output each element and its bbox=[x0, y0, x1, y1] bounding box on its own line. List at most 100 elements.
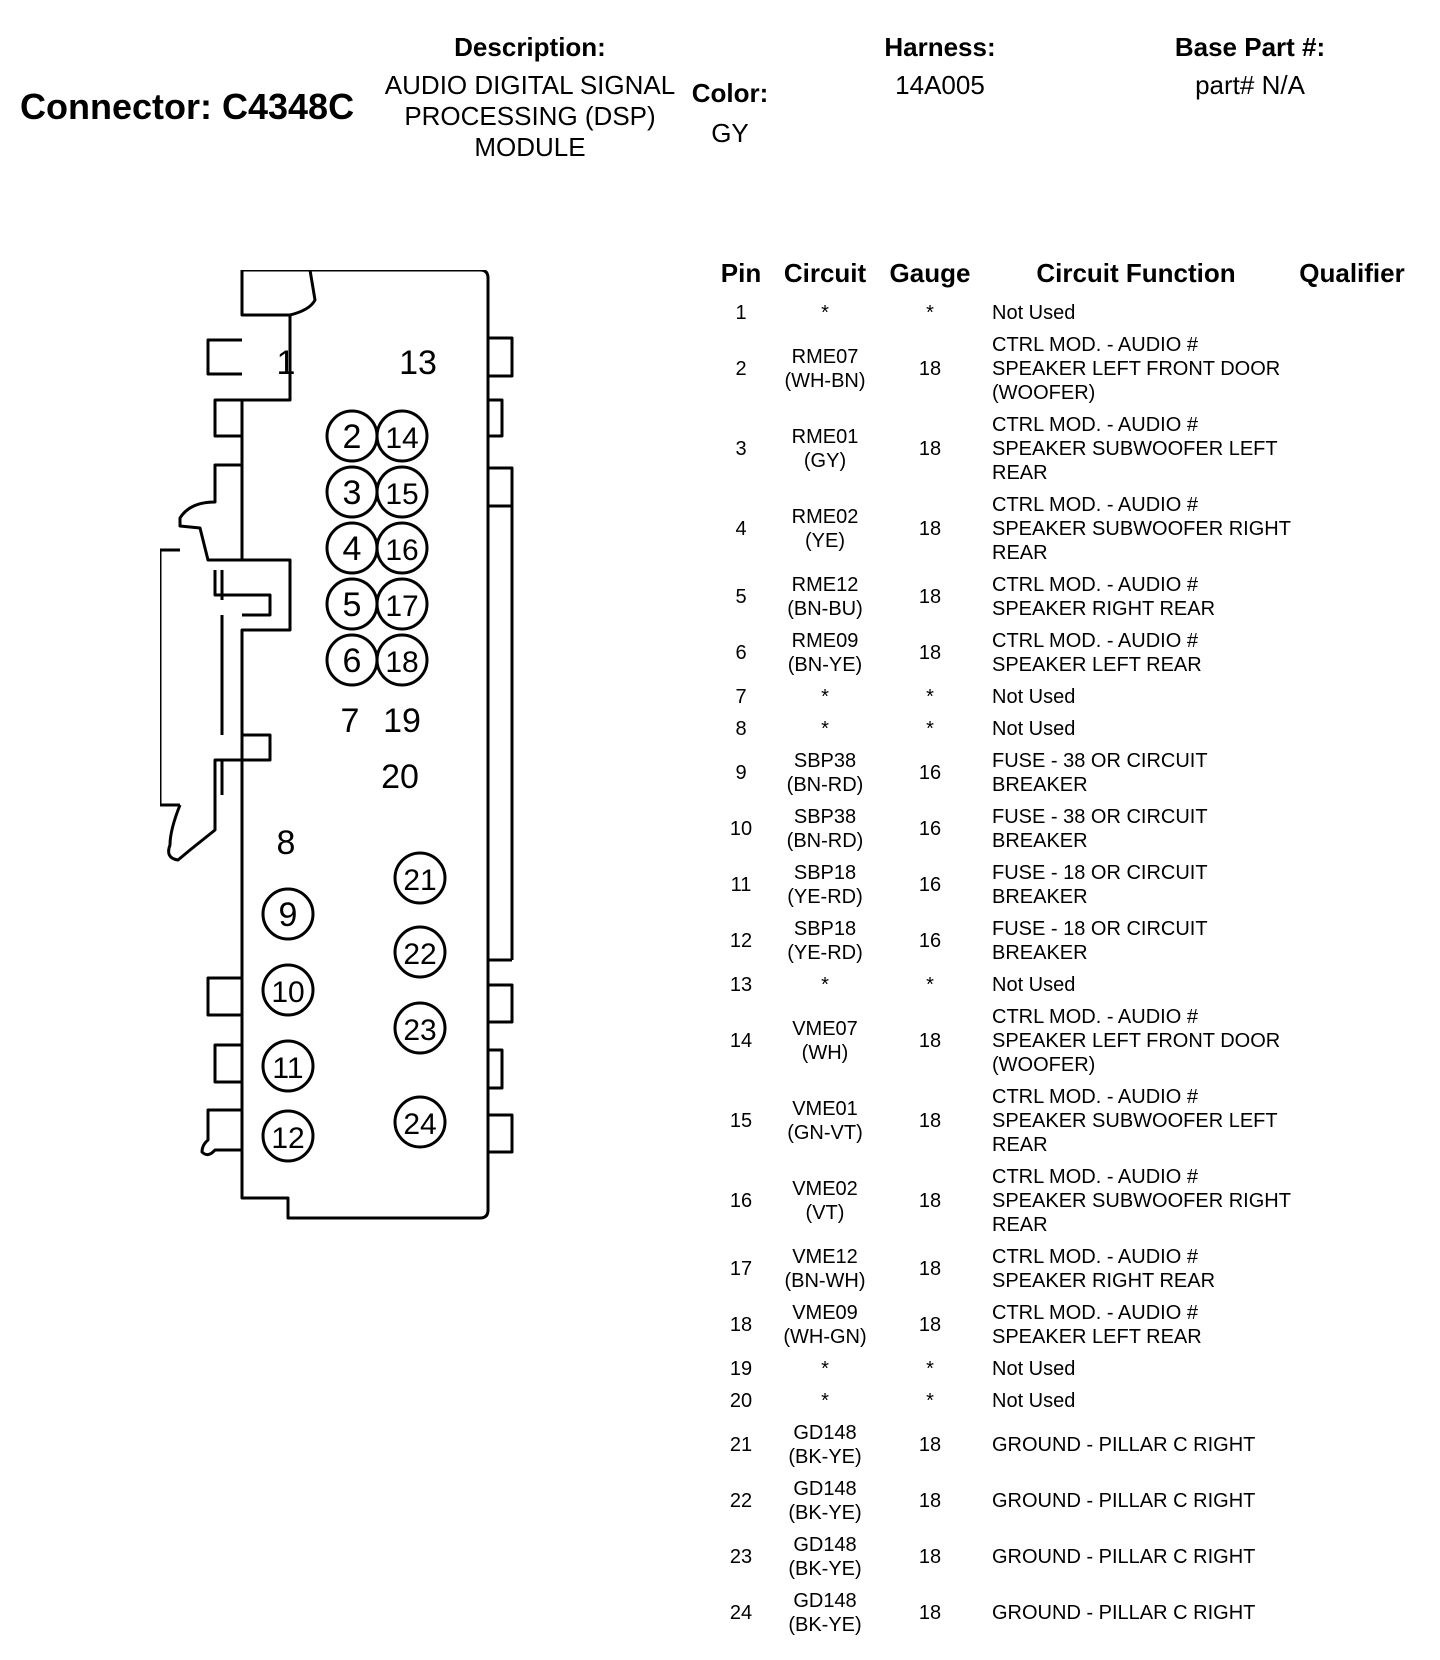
svg-text:14: 14 bbox=[385, 422, 418, 455]
pin-circle-21: 21 bbox=[393, 851, 447, 905]
gauge-cell: 18 bbox=[918, 358, 942, 380]
circuit-cell: * bbox=[770, 713, 880, 745]
circuit-function-cell: CTRL MOD. - AUDIO # SPEAKER SUBWOOFER RI… bbox=[992, 494, 1291, 564]
circuit-cell: GD148(BK-YE) bbox=[770, 1417, 880, 1473]
description-value: AUDIO DIGITAL SIGNAL PROCESSING (DSP) MO… bbox=[384, 70, 676, 162]
circuit-cell: SBP38(BN-RD) bbox=[770, 745, 880, 801]
pin-label-13: 13 bbox=[399, 344, 437, 382]
circuit-code: * bbox=[821, 302, 829, 324]
svg-text:11: 11 bbox=[272, 1052, 303, 1085]
circuit-function-cell: Not Used bbox=[992, 686, 1076, 708]
svg-text:6: 6 bbox=[343, 642, 362, 680]
circuit-function-cell: CTRL MOD. - AUDIO # SPEAKER SUBWOOFER RI… bbox=[992, 1166, 1291, 1236]
pin-number-cell: 12 bbox=[729, 930, 753, 952]
svg-text:15: 15 bbox=[385, 478, 418, 511]
harness-value: 14A005 bbox=[895, 70, 985, 100]
pin-number-cell: 17 bbox=[729, 1258, 753, 1280]
circuit-function-cell: FUSE - 18 OR CIRCUIT BREAKER bbox=[992, 918, 1208, 964]
qualifier-cell bbox=[1292, 1473, 1412, 1529]
svg-text:4: 4 bbox=[343, 530, 362, 568]
pin-label-19: 19 bbox=[383, 702, 421, 740]
table-row: 7**Not Used bbox=[712, 681, 1412, 713]
table-header-row: Pin Circuit Gauge Circuit Function Quali… bbox=[712, 258, 1412, 297]
svg-text:3: 3 bbox=[343, 474, 362, 512]
circuit-code: RME12 bbox=[791, 574, 859, 596]
circuit-function-cell: FUSE - 18 OR CIRCUIT BREAKER bbox=[992, 862, 1208, 908]
qualifier-cell bbox=[1292, 801, 1412, 857]
wire-color: (YE-RD) bbox=[787, 886, 863, 908]
pin-number-cell: 16 bbox=[729, 1190, 753, 1212]
table-row: 20**Not Used bbox=[712, 1385, 1412, 1417]
svg-text:16: 16 bbox=[385, 534, 418, 567]
description-label: Description: bbox=[454, 32, 606, 62]
qualifier-cell bbox=[1292, 857, 1412, 913]
pin-number-cell: 15 bbox=[729, 1110, 753, 1132]
svg-text:17: 17 bbox=[385, 590, 418, 623]
wire-color: (YE-RD) bbox=[787, 942, 863, 964]
pin-number-cell: 9 bbox=[735, 762, 747, 784]
circuit-function-cell: GROUND - PILLAR C RIGHT bbox=[992, 1546, 1256, 1568]
base-part-value: part# N/A bbox=[1195, 70, 1305, 100]
wire-color: (BN-YE) bbox=[787, 654, 863, 676]
gauge-cell: 16 bbox=[918, 762, 942, 784]
pin-number-cell: 21 bbox=[729, 1434, 753, 1456]
pin-number-cell: 23 bbox=[729, 1546, 753, 1568]
circuit-function-cell: CTRL MOD. - AUDIO # SPEAKER LEFT FRONT D… bbox=[992, 334, 1281, 404]
circuit-function-cell: CTRL MOD. - AUDIO # SPEAKER SUBWOOFER LE… bbox=[992, 1086, 1278, 1156]
table-row: 12 SBP18(YE-RD) 16 FUSE - 18 OR CIRCUIT BRE… bbox=[712, 913, 1412, 969]
circuit-code: GD148 bbox=[793, 1534, 857, 1556]
wire-color: (WH-GN) bbox=[783, 1326, 867, 1348]
wire-color: (VT) bbox=[805, 1202, 845, 1224]
circuit-cell: GD148(BK-YE) bbox=[770, 1473, 880, 1529]
wire-color: (BN-RD) bbox=[786, 774, 864, 796]
circuit-function-cell: Not Used bbox=[992, 1390, 1076, 1412]
qualifier-cell bbox=[1292, 569, 1412, 625]
circuit-code: RME09 bbox=[791, 630, 859, 652]
pin-number-cell: 19 bbox=[729, 1358, 753, 1380]
gauge-cell: 18 bbox=[918, 1314, 942, 1336]
qualifier-cell bbox=[1292, 1081, 1412, 1161]
gauge-cell: 18 bbox=[918, 1434, 942, 1456]
qualifier-cell bbox=[1292, 1353, 1412, 1385]
gauge-cell: 18 bbox=[918, 1546, 942, 1568]
circuit-function-cell: GROUND - PILLAR C RIGHT bbox=[992, 1602, 1256, 1624]
circuit-cell: GD148(BK-YE) bbox=[770, 1585, 880, 1641]
gauge-cell: * bbox=[926, 686, 934, 708]
svg-text:23: 23 bbox=[403, 1014, 436, 1047]
circuit-code: VME07 bbox=[792, 1018, 858, 1040]
circuit-function-cell: GROUND - PILLAR C RIGHT bbox=[992, 1434, 1256, 1456]
pin-number-cell: 14 bbox=[729, 1030, 753, 1052]
qualifier-cell bbox=[1292, 1001, 1412, 1081]
qualifier-cell bbox=[1292, 409, 1412, 489]
gauge-cell: 18 bbox=[918, 1190, 942, 1212]
gauge-cell: 18 bbox=[918, 1490, 942, 1512]
pin-number-cell: 8 bbox=[735, 718, 747, 740]
circuit-function-cell: CTRL MOD. - AUDIO # SPEAKER SUBWOOFER LE… bbox=[992, 414, 1278, 484]
gauge-cell: 16 bbox=[918, 930, 942, 952]
circuit-cell: VME12(BN-WH) bbox=[770, 1241, 880, 1297]
pin-number-cell: 6 bbox=[735, 642, 747, 664]
pin-number-cell: 20 bbox=[729, 1390, 753, 1412]
circuit-cell: SBP18(YE-RD) bbox=[770, 857, 880, 913]
circuit-code: GD148 bbox=[793, 1422, 857, 1444]
svg-text:12: 12 bbox=[271, 1122, 304, 1155]
svg-text:5: 5 bbox=[343, 586, 362, 624]
pin-circle-3: 3 bbox=[325, 465, 379, 519]
gauge-cell: 18 bbox=[918, 586, 942, 608]
circuit-code: VME01 bbox=[792, 1098, 858, 1120]
gauge-cell: 18 bbox=[918, 1110, 942, 1132]
table-row: 8**Not Used bbox=[712, 713, 1412, 745]
table-row: 19**Not Used bbox=[712, 1353, 1412, 1385]
circuit-cell: RME07(WH-BN) bbox=[770, 329, 880, 409]
pin-number-cell: 5 bbox=[735, 586, 747, 608]
wire-color: (YE) bbox=[805, 530, 845, 552]
pin-circle-5: 5 bbox=[325, 577, 379, 631]
circuit-cell: SBP18(YE-RD) bbox=[770, 913, 880, 969]
pin-number-cell: 22 bbox=[729, 1490, 753, 1512]
circuit-function-cell: CTRL MOD. - AUDIO # SPEAKER RIGHT REAR bbox=[992, 574, 1216, 620]
wire-color: (BK-YE) bbox=[788, 1446, 862, 1468]
